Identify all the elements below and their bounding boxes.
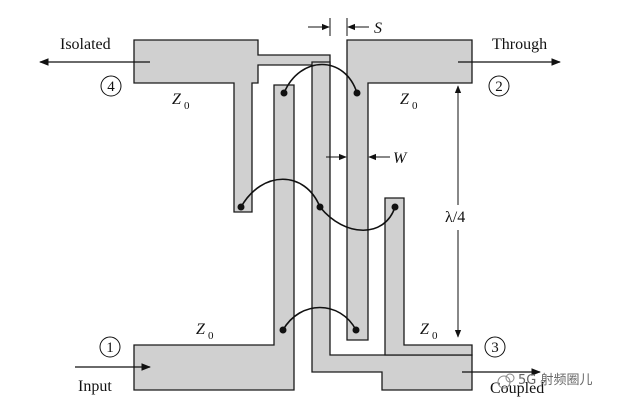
wire-bond-bottom: [282, 306, 357, 331]
svg-text:0: 0: [412, 100, 418, 112]
input-finger-strip: [133, 84, 295, 391]
quarter-wavelength-label: λ/4: [445, 209, 465, 226]
z0-label-through: Z 0: [400, 91, 418, 112]
watermark: 5G 射频圈儿: [497, 372, 592, 389]
coupled-right-finger: [384, 197, 473, 356]
port-3-badge: 3: [484, 336, 506, 358]
microstrip-conductors: [133, 39, 473, 391]
z0-label-coupled: Z 0: [420, 321, 438, 342]
port-2-number: 2: [495, 79, 503, 95]
coupled-center-finger: [311, 61, 473, 391]
port-2-badge: 2: [488, 75, 510, 97]
wire-bond-top: [283, 63, 358, 94]
bond-dots: [237, 89, 399, 334]
isolated-label: Isolated: [60, 36, 111, 53]
svg-text:0: 0: [432, 330, 438, 342]
spacing-label: S: [374, 20, 382, 37]
svg-text:0: 0: [184, 100, 190, 112]
port-1-badge: 1: [99, 336, 121, 358]
dimension-markers: [308, 18, 462, 338]
z0-label-input: Z 0: [196, 321, 214, 342]
isolated-port-strip: [133, 39, 331, 213]
wire-bond-middle-right: [319, 206, 396, 231]
svg-text:0: 0: [208, 330, 214, 342]
port-4-number: 4: [107, 79, 115, 95]
wire-bonds: [240, 63, 396, 331]
port-4-badge: 4: [100, 75, 122, 97]
z0-label-isolated: Z 0: [172, 91, 190, 112]
through-label: Through: [492, 36, 547, 53]
svg-text:Z: Z: [172, 91, 182, 108]
svg-text:Z: Z: [196, 321, 206, 338]
port-3-number: 3: [491, 340, 499, 356]
input-label: Input: [78, 378, 112, 395]
port-arrows: [39, 58, 561, 376]
through-port-strip: [346, 39, 473, 341]
svg-text:Z: Z: [420, 321, 430, 338]
coupled-label: Coupled: [490, 380, 544, 397]
watermark-text: 5G 射频圈儿: [518, 372, 592, 388]
port-1-number: 1: [106, 340, 114, 356]
wire-bond-middle-left: [240, 178, 321, 208]
svg-text:Z: Z: [400, 91, 410, 108]
width-label: W: [393, 150, 408, 167]
